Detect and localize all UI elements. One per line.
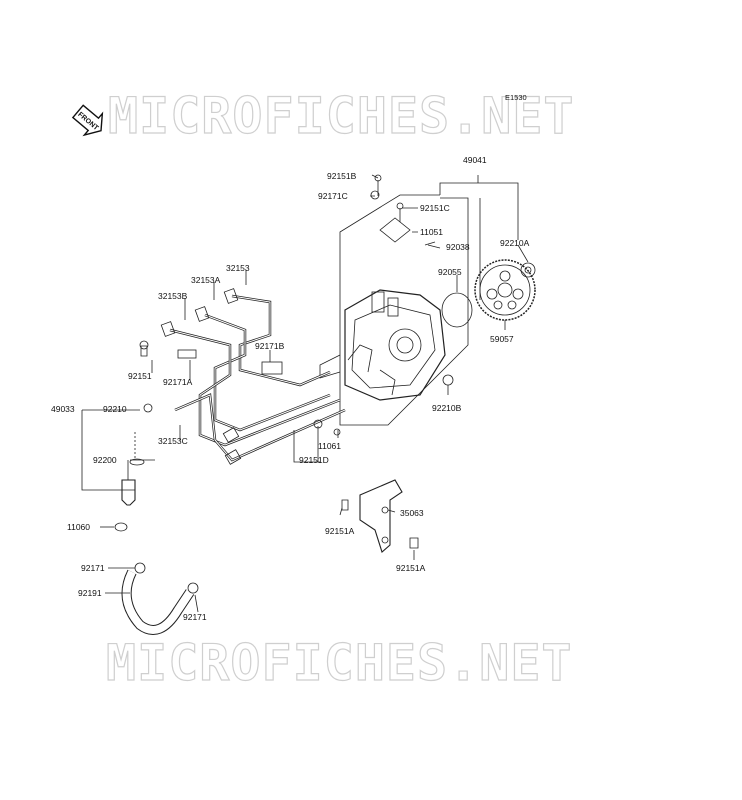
- label-92171b: 92171B: [255, 341, 285, 351]
- label-11061: 11061: [318, 441, 342, 451]
- label-92151a-left: 92151A: [325, 526, 355, 536]
- label-59057: 59057: [490, 334, 514, 344]
- label-11060: 11060: [67, 522, 91, 532]
- label-35063: 35063: [400, 508, 424, 518]
- front-arrow-icon: FRONT: [71, 104, 104, 137]
- label-92038: 92038: [446, 242, 470, 252]
- label-92151d: 92151D: [299, 455, 329, 465]
- label-32153c: 32153C: [158, 436, 188, 446]
- watermark-top: MICROFICHES.NET: [107, 86, 575, 145]
- label-92171c: 92171C: [318, 191, 348, 201]
- diagram-code: E1530: [505, 93, 527, 102]
- label-92210: 92210: [103, 404, 127, 414]
- label-92151a-right: 92151A: [396, 563, 426, 573]
- label-49041: 49041: [463, 155, 487, 165]
- label-92191: 92191: [78, 588, 102, 598]
- label-32153b: 32153B: [158, 291, 188, 301]
- label-92151b: 92151B: [327, 171, 357, 181]
- label-92171-right: 92171: [183, 612, 207, 622]
- label-11051: 11051: [420, 227, 444, 237]
- label-92151: 92151: [128, 371, 152, 381]
- label-32153: 32153: [226, 263, 250, 273]
- label-92151c: 92151C: [420, 203, 450, 213]
- label-92171-left: 92171: [81, 563, 105, 573]
- label-92171a: 92171A: [163, 377, 193, 387]
- label-92200: 92200: [93, 455, 117, 465]
- label-49033: 49033: [51, 404, 75, 414]
- label-32153a: 32153A: [191, 275, 221, 285]
- watermark-bottom: MICROFICHES.NET: [105, 633, 573, 692]
- label-92210a: 92210A: [500, 238, 530, 248]
- label-92210b: 92210B: [432, 403, 462, 413]
- label-92055: 92055: [438, 267, 462, 277]
